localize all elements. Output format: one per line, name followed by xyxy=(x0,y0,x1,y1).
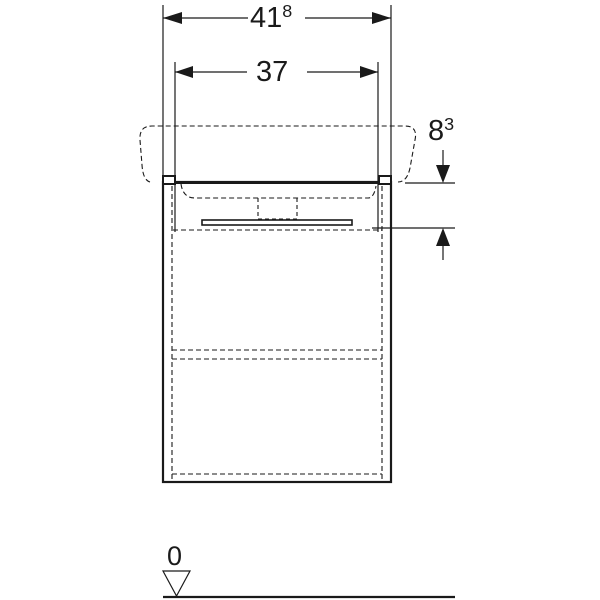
arrow-down-icon xyxy=(436,165,450,183)
arrow-up-icon xyxy=(436,228,450,246)
floor-level-triangle xyxy=(161,570,192,598)
cabinet-corner-right xyxy=(378,175,392,185)
floor-level-label: 0 xyxy=(167,543,182,570)
height-offset-decimal: 3 xyxy=(444,114,455,135)
overall-width-decimal: 8 xyxy=(282,1,293,22)
arrow-right-icon xyxy=(372,12,391,24)
inner-width-label: 37 xyxy=(256,58,288,87)
overall-width-label: 418 xyxy=(250,1,293,34)
cabinet-body xyxy=(161,180,393,484)
floor-level-value: 0 xyxy=(167,541,183,571)
drawer-handle xyxy=(201,219,353,226)
arrow-right-icon xyxy=(360,66,378,78)
arrow-left-icon xyxy=(163,12,182,24)
washbasin-outline xyxy=(139,125,417,183)
inner-width-value: 37 xyxy=(256,56,289,88)
arrow-left-icon xyxy=(175,66,193,78)
height-offset-value: 8 xyxy=(428,115,445,147)
basin-bowl-outline xyxy=(180,183,377,199)
overall-width-value: 41 xyxy=(250,2,283,34)
cabinet-corner-left xyxy=(162,175,176,185)
siphon-outline xyxy=(257,198,298,220)
height-offset-label: 83 xyxy=(428,114,455,147)
